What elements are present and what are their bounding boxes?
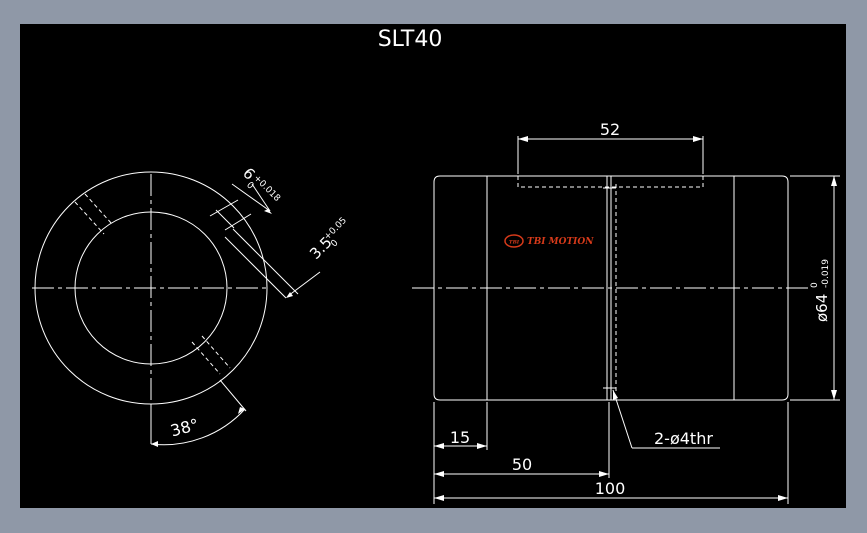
arrowhead (831, 176, 837, 186)
extension-line (224, 236, 287, 299)
dimension-leader (251, 183, 271, 212)
arrowhead (286, 292, 293, 298)
dim-groove: 52 (600, 120, 620, 139)
cad-drawing: SLT40 6 +0.018 0 3.5 (32, 27, 840, 504)
slot-hidden-line (84, 193, 113, 225)
svg-text:0: 0 (329, 238, 340, 249)
logo-badge-icon (504, 234, 524, 248)
extension-line (232, 228, 299, 295)
svg-text:+0.018: +0.018 (251, 173, 282, 204)
arrowhead (778, 495, 788, 501)
dimension-leader (287, 271, 321, 297)
angle-arc (150, 408, 246, 446)
svg-text:0: 0 (244, 180, 255, 191)
slot-hidden-line (201, 335, 231, 369)
arrowhead (518, 136, 528, 142)
slot-hidden-line (191, 341, 221, 375)
tbi-logo: TBI TBI MOTION (504, 234, 594, 248)
svg-text:+0.05: +0.05 (322, 216, 349, 243)
dimension-leader (231, 183, 271, 212)
dim-half: 50 (512, 455, 532, 474)
svg-text:0: 0 (810, 282, 820, 288)
arrowhead (831, 390, 837, 400)
arrowhead (151, 441, 158, 447)
arrowhead (434, 443, 444, 449)
keyway-edge (224, 213, 252, 231)
arrowhead (477, 443, 487, 449)
leader-line (612, 389, 633, 449)
logo-text: TBI MOTION (527, 237, 594, 247)
arrowhead (599, 471, 609, 477)
svg-text:ø64: ø64 (813, 294, 831, 322)
dim-total: 100 (595, 479, 626, 498)
svg-text:TBI: TBI (509, 240, 520, 246)
side-view: 6 +0.018 0 3.5 +0.05 0 38° (32, 164, 349, 447)
arrowhead (693, 136, 703, 142)
arrowhead (434, 495, 444, 501)
dim-flange: 15 (450, 428, 470, 447)
dim-diameter: ø64 0 -0.019 (810, 259, 831, 322)
dim-angle: 38° (168, 415, 200, 441)
drawing-title: SLT40 (378, 27, 443, 52)
front-view: TBI TBI MOTION 52 ø64 0 -0.019 15 (412, 120, 840, 504)
svg-text:-0.019: -0.019 (821, 259, 831, 288)
keyway-edge (209, 199, 239, 217)
arrowhead (264, 209, 272, 214)
arrowhead (613, 390, 618, 400)
slot-hidden-line (74, 201, 105, 235)
arrowhead (434, 471, 444, 477)
arrowhead (238, 407, 245, 414)
keyway-edge (215, 209, 235, 229)
dim-holes: 2-ø4thr (654, 429, 713, 448)
drawing-frame: SLT40 6 +0.018 0 3.5 (20, 24, 846, 508)
dim-slot: 3.5 +0.05 0 (306, 216, 349, 263)
extension-line (219, 379, 247, 412)
bushing-outline (433, 175, 789, 401)
